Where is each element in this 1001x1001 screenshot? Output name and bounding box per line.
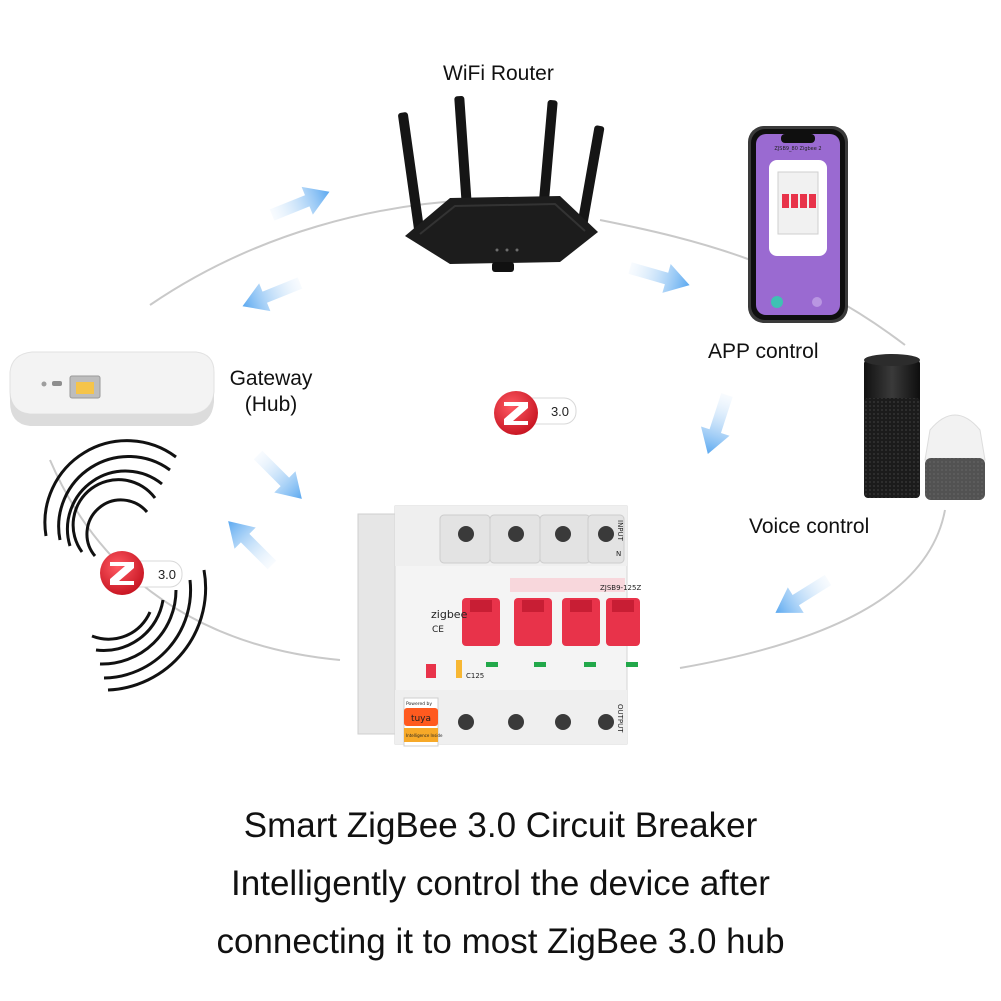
breaker-rating: C125: [466, 672, 484, 680]
label-gateway-line1: Gateway: [229, 367, 313, 390]
network-ring: [149, 199, 471, 306]
zigbee-version-left: 3.0: [158, 567, 176, 582]
network-ring: [49, 459, 341, 661]
breaker-output: OUTPUT: [616, 704, 624, 733]
caption-line3: connecting it to most ZigBee 3.0 hub: [216, 922, 785, 961]
breaker-n: N: [616, 550, 621, 558]
breaker-brand: zigbee: [431, 608, 468, 621]
label-app-control: APP control: [708, 340, 819, 363]
smartphone: [748, 126, 848, 323]
label-gateway: Gateway (Hub): [216, 366, 326, 418]
breaker-tuya: tuya: [411, 714, 431, 724]
arrow-icon: [625, 253, 694, 300]
arrow-icon: [217, 510, 283, 576]
gateway-hub: [9, 351, 215, 426]
breaker-powered-by: Powered by: [406, 701, 432, 707]
arrow-icon: [247, 444, 313, 510]
arrow-icon: [266, 177, 336, 229]
arrow-icon: [236, 269, 306, 321]
label-voice-control: Voice control: [749, 515, 870, 538]
label-gateway-line2: (Hub): [244, 393, 298, 416]
breaker-ce: CE: [432, 625, 444, 635]
zigbee-badge-left: 3.0: [100, 551, 183, 595]
network-ring: [679, 509, 946, 669]
breaker-model: ZJSB9-125Z: [600, 584, 641, 592]
phone-title: ZJSB9_80 Zigbee 2: [774, 146, 821, 152]
breaker-tuya-sub: Intelligence Inside: [406, 733, 443, 738]
zigbee-badge-center: 3.0: [494, 391, 577, 435]
wifi-router: [398, 95, 605, 272]
arrow-icon: [767, 567, 836, 626]
zigbee-logo-icon: [494, 391, 538, 435]
circuit-breaker: [357, 505, 640, 747]
arrow-icon: [693, 390, 742, 459]
caption-line1: Smart ZigBee 3.0 Circuit Breaker: [243, 806, 758, 845]
zigbee-version-center: 3.0: [551, 404, 569, 419]
label-wifi-router: WiFi Router: [443, 62, 554, 85]
caption-line2: Intelligently control the device after: [231, 864, 770, 903]
signal-waves-icon: [43, 439, 208, 692]
smart-speaker-echo: [864, 354, 920, 498]
zigbee-logo-icon: [100, 551, 144, 595]
smart-speaker-home: [924, 414, 986, 500]
breaker-input: INPUT: [616, 520, 624, 542]
